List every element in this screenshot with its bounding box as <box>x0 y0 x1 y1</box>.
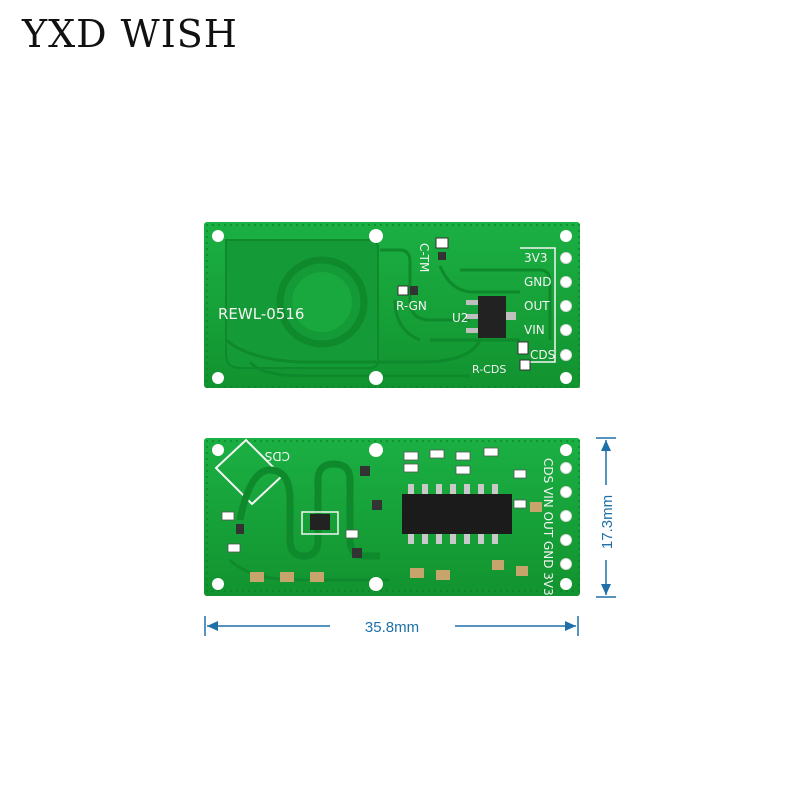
rgn-label: R-GN <box>396 299 427 313</box>
height-dimension <box>596 437 616 598</box>
u2-label: U2 <box>452 311 468 325</box>
brand-logo-text: YXD WISH <box>22 12 238 56</box>
ctm-label: C-TM <box>417 243 431 272</box>
width-dimension <box>204 616 579 636</box>
rcds-label: R-CDS <box>472 363 506 376</box>
pin-label-vin: VIN <box>524 323 545 337</box>
top-pcb-board: REWL-0516 C-TM R-GN U2 R-CDS 3V3 GND OUT… <box>204 222 580 388</box>
height-label: 17.3mm <box>599 495 616 549</box>
bottom-pcb-board: CDS CDS VIN OUT GND 3V3 <box>204 438 580 596</box>
bottom-pin-labels: CDS VIN OUT GND 3V3 <box>541 458 555 596</box>
pin-label-gnd: GND <box>524 275 552 289</box>
pin-label-cds: CDS <box>530 348 555 362</box>
width-label: 35.8mm <box>365 619 419 636</box>
pin-label-out: OUT <box>524 299 550 313</box>
pin-label-3v3: 3V3 <box>524 251 547 265</box>
bottom-cds-label: CDS <box>265 449 290 463</box>
top-model-label: REWL-0516 <box>218 305 304 323</box>
